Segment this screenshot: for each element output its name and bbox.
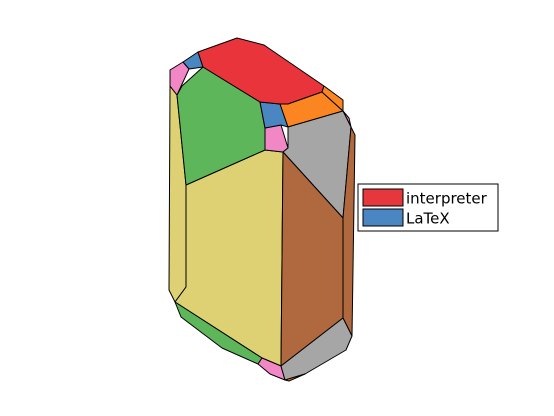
legend-swatch-interpreter bbox=[362, 188, 404, 207]
legend-label-latex: LaTeX bbox=[406, 210, 450, 228]
face-pink-topleft bbox=[169, 61, 190, 96]
face-pink-mid bbox=[264, 124, 289, 153]
polyhedron-solid bbox=[168, 37, 356, 382]
legend-swatch-latex bbox=[362, 208, 404, 227]
legend: interpreter LaTeX bbox=[357, 183, 499, 232]
face-green-bottom bbox=[174, 301, 263, 365]
legend-label-interpreter: interpreter bbox=[406, 190, 488, 208]
face-orange-bottom bbox=[284, 373, 306, 382]
